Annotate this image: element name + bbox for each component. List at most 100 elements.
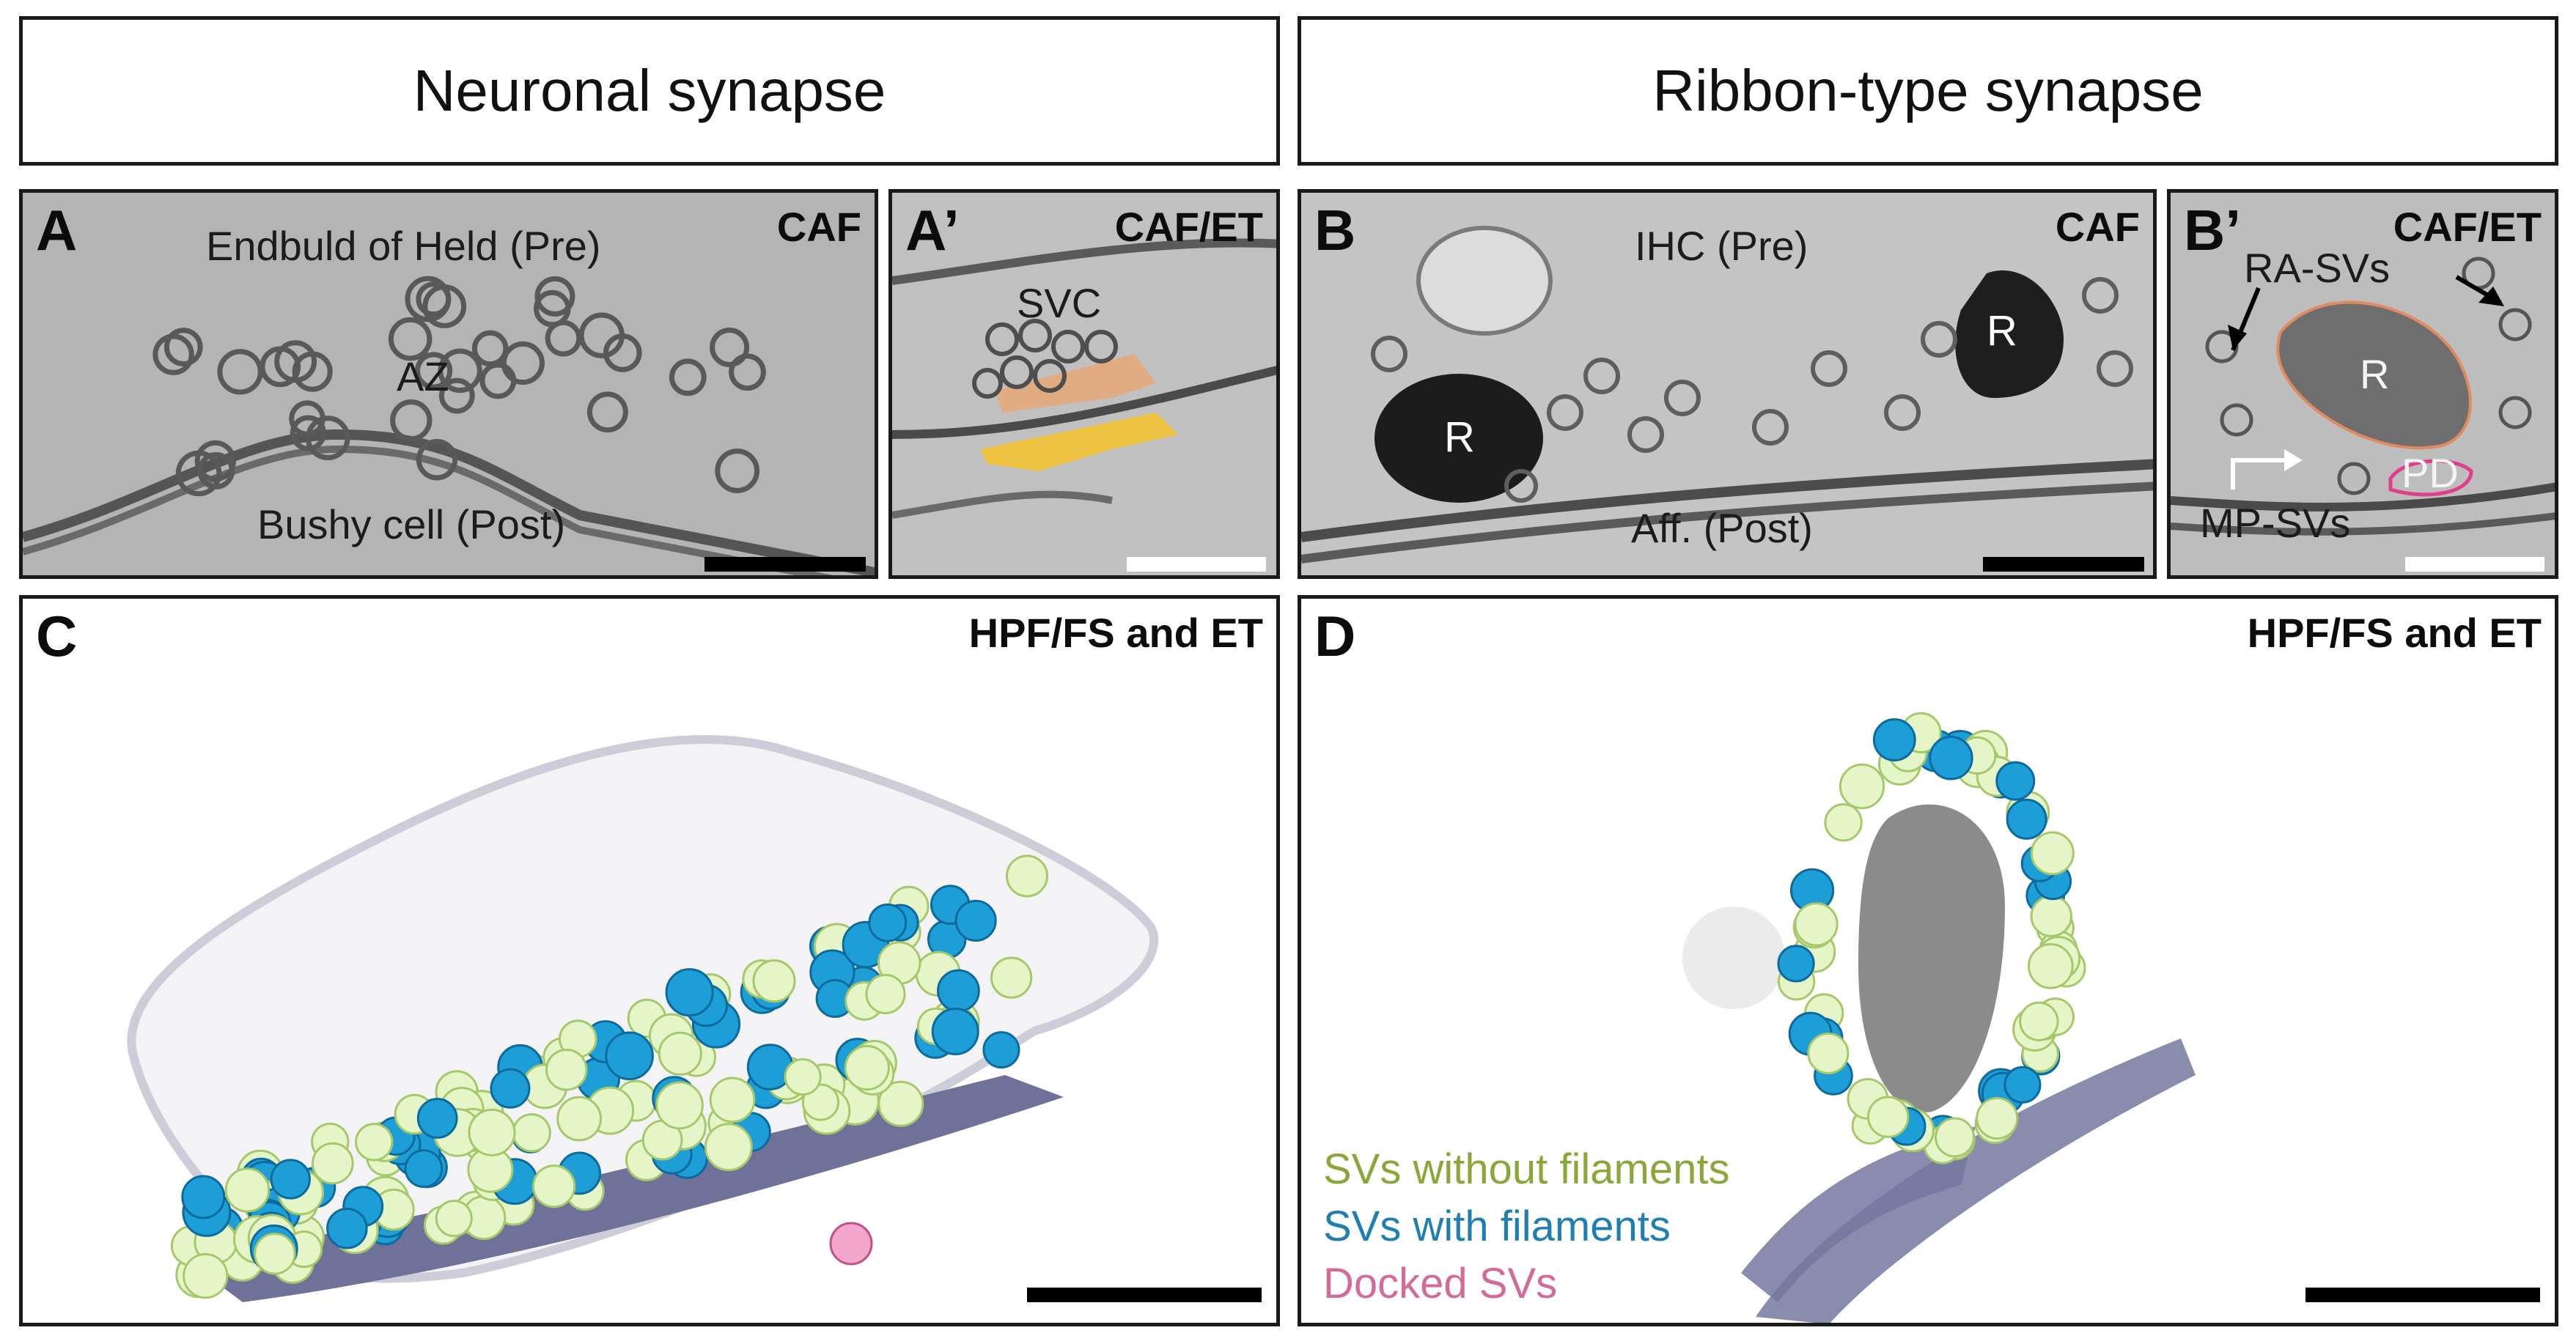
panel-a-micrograph [23,193,875,575]
panel-b-micrograph [1301,193,2153,575]
panel-d: D HPF/FS and ET SVs without filaments SV… [1298,595,2558,1326]
panel-a-prime: A’ CAF/ET SVC [888,189,1280,579]
synaptic-vesicle [534,276,575,317]
sv-with-filament [1929,736,1973,780]
synaptic-vesicle [422,284,467,328]
legend-item-filament: SVs with filaments [1323,1203,1671,1250]
panel-b-prime-scale-bar [2405,557,2544,572]
header-ribbon-text: Ribbon-type synapse [1652,58,2204,123]
sv-without-filament [545,1049,588,1091]
sv-with-filament [490,1068,531,1109]
synaptic-vesicle [414,352,453,390]
sv-with-filament [1777,945,1815,983]
synaptic-vesicle [163,328,203,366]
docked-sv [829,1222,873,1266]
panel-b-prime-tomogram [2171,193,2555,575]
sv-with-filament [954,899,997,942]
panel-b-method: CAF [2055,204,2140,250]
panel-c-rendering [127,735,1159,1302]
sv-without-filament [2030,831,2075,876]
panel-a-pre-label: Endbuld of Held (Pre) [206,223,601,269]
sv-without-filament [704,1123,753,1172]
synaptic-vesicle [197,451,235,490]
sv-with-filament [181,1175,226,1219]
panel-d-label: D [1314,604,1356,668]
sv-without-filament [512,1113,551,1153]
sv-without-filament [355,1123,394,1162]
sv-without-filament [2030,895,2072,937]
panel-a-prime-label: A’ [905,198,960,262]
sv-with-filament [665,968,714,1017]
sv-without-filament [2019,1001,2059,1042]
sv-without-filament [655,1081,704,1130]
synaptic-vesicle [471,330,509,367]
synaptic-vesicle [710,327,750,367]
sv-without-filament [224,1167,271,1213]
panel-d-scale-bar [2305,1288,2540,1302]
sv-with-filament [1995,761,2036,801]
panel-a-scale-bar [704,557,866,572]
panel-a-prime-svc-label: SVC [1017,280,1102,326]
sv-with-filament [1872,718,1916,761]
sv-with-filament [416,1098,458,1139]
synaptic-vesicle [501,341,545,385]
synaptic-vesicle [578,312,625,358]
panel-b-ribbon-label-1: R [1444,413,1475,461]
synaptic-vesicle [729,353,766,391]
panel-b-prime-ra-label: RA-SVs [2244,245,2391,291]
panel-b-ribbon-label-2: R [1987,307,2017,355]
synaptic-vesicle [388,317,433,361]
sv-without-filament [784,1057,822,1096]
legend: SVs without filaments SVs with filaments… [1323,1141,1729,1312]
panel-a-az-label: AZ [397,353,449,399]
sv-with-filament [605,1031,654,1081]
sv-without-filament [877,1080,924,1127]
synaptic-vesicle [438,377,475,414]
panel-a-prime-method: CAF/ET [1114,204,1263,250]
panel-a-label: A [36,198,78,262]
sv-without-filament [2028,943,2074,989]
panel-a-method: CAF [776,204,861,250]
sv-without-filament [1807,1032,1850,1074]
panel-b-prime-label: B’ [2184,198,2241,262]
sv-without-filament [709,1077,756,1123]
panel-c: C HPF/FS and ET [19,595,1280,1326]
panel-c-method: HPF/FS and ET [968,610,1263,656]
panel-a: A CAF Endbuld of Held (Pre) AZ Bushy cel… [19,189,878,579]
sv-with-filament [326,1208,368,1249]
panel-c-label: C [36,604,78,668]
sv-without-filament [556,1096,602,1142]
panel-d-rendering [1682,712,2196,1323]
panel-d-method: HPF/FS and ET [2247,610,2542,656]
synaptic-vesicle [274,340,317,383]
sv-with-filament [2006,798,2047,840]
panel-b-prime: B’ CAF/ET RA-SVs R PD MP-SVs [2167,189,2558,579]
header-neuronal-text: Neuronal synapse [413,58,886,123]
panel-b-prime-pd-label: PD [2402,450,2459,496]
sv-without-filament [1935,1117,1975,1158]
synaptic-vesicle [669,358,707,396]
sv-with-filament [404,1149,444,1188]
legend-item-docked: Docked SVs [1323,1260,1558,1307]
synaptic-vesicle [390,399,433,442]
header-ribbon: Ribbon-type synapse [1298,16,2558,166]
synaptic-vesicle [586,391,628,433]
sv-without-filament [183,1253,229,1299]
panel-b-scale-bar [1983,557,2144,572]
sv-without-filament [254,1233,296,1275]
panel-b-post-label: Aff. (Post) [1631,505,1813,551]
sv-with-filament [2003,1066,2042,1104]
panel-b: B CAF IHC (Pre) R R Aff. (Post) [1298,189,2157,579]
sv-with-filament [937,969,980,1013]
panel-c-scale-bar [1027,1288,1262,1302]
panel-a-prime-tomogram [892,193,1276,575]
sv-without-filament [844,1044,890,1091]
sv-without-filament [1794,902,1839,947]
synaptic-vesicle [217,349,263,395]
legend-item-plain: SVs without filaments [1323,1145,1730,1193]
synaptic-vesicle [305,416,350,461]
sv-without-filament [1839,763,1885,810]
synaptic-vesicle [194,440,237,482]
panel-a-prime-scale-bar [1127,557,1266,572]
sv-without-filament [468,1108,516,1156]
